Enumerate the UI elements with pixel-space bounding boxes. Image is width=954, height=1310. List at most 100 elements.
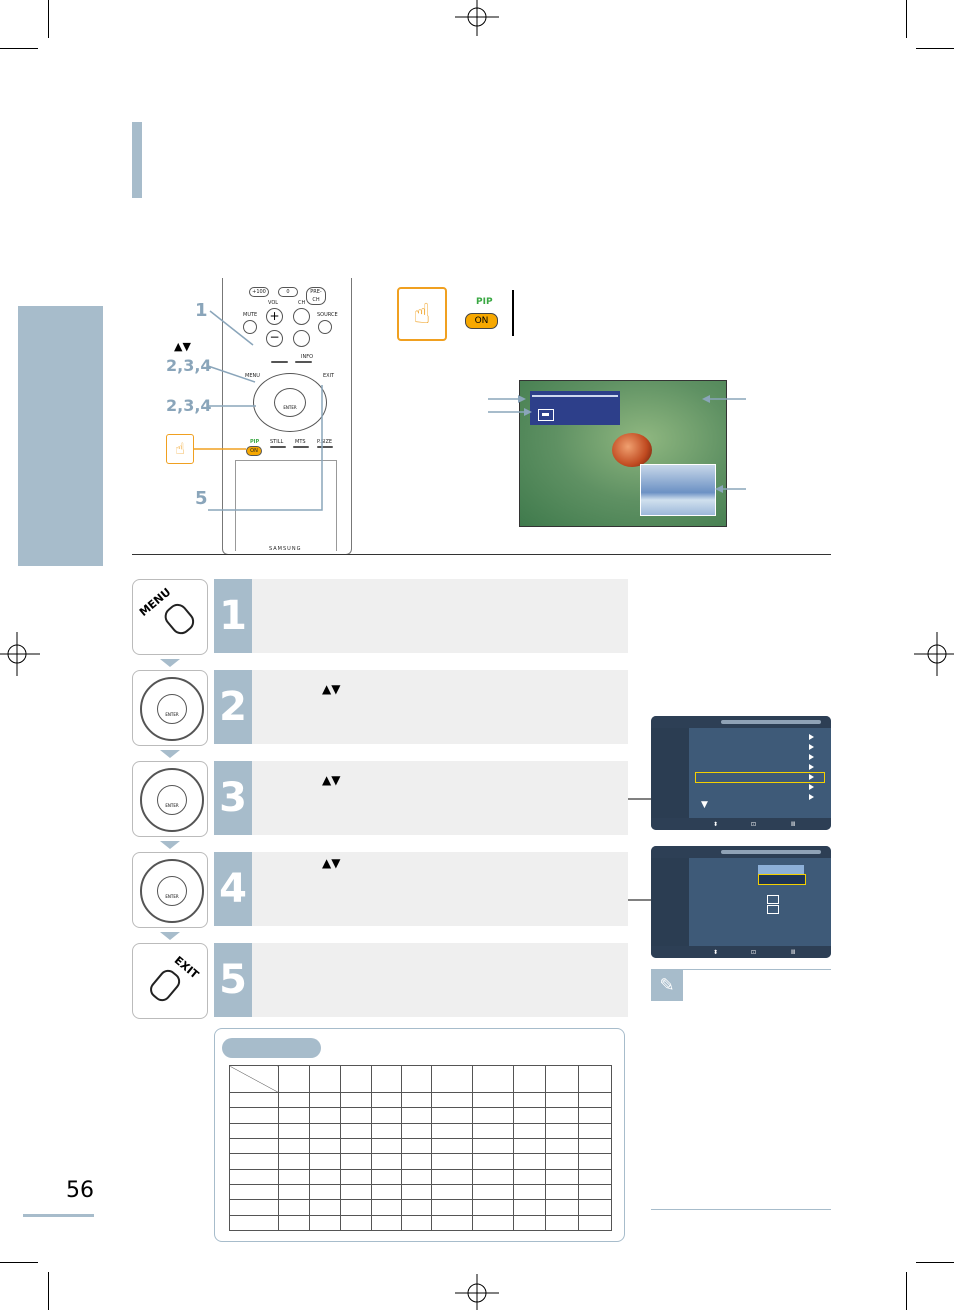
crop-mark [48, 1272, 49, 1310]
osd-setup-menu: ▼ ⬍⊡Ⅲ [651, 716, 831, 830]
crop-mark [0, 48, 38, 49]
navigation-button-illustration: ENTER [132, 761, 208, 837]
source-osd [530, 391, 620, 425]
callout-5: 5 [195, 488, 208, 509]
label-pip: PIP [250, 439, 260, 445]
tv-screen-image [519, 380, 727, 527]
enter-icon: ENTER [157, 694, 187, 724]
submenu-arrow-icon [809, 764, 814, 770]
note-top-rule [651, 969, 831, 970]
page-number: 56 [66, 1178, 94, 1203]
step-number-4: 4 [214, 852, 252, 926]
enter-button: ENTER [274, 388, 306, 417]
osd-icon-column [651, 858, 689, 946]
exit-button-icon: EXIT [137, 946, 204, 1014]
callout-lines [193, 310, 323, 511]
submenu-arrow-icon [809, 774, 814, 780]
diagonal-header-cell [229, 1065, 279, 1093]
osd-selected-option [758, 865, 804, 874]
crop-mark [916, 1262, 954, 1263]
pip-on-badge: ON [465, 313, 498, 329]
exit-button-illustration: EXIT [132, 943, 208, 1019]
source-button [318, 320, 332, 334]
label-psize: P.SIZE [317, 439, 333, 445]
registration-mark-icon [455, 0, 499, 36]
info-button [295, 361, 312, 363]
submenu-arrow-icon [809, 744, 814, 750]
section-divider [132, 554, 831, 555]
table-row [229, 1137, 612, 1155]
callout-1: 1 [195, 300, 208, 321]
mute-button [243, 320, 257, 334]
osd-footer-bar: ⬍⊡Ⅲ [651, 818, 831, 830]
crop-mark [48, 0, 49, 38]
screen-arrows [488, 395, 746, 493]
crop-mark [916, 48, 954, 49]
nav-ring-icon: ENTER [140, 768, 204, 832]
osd-connector-lines [628, 798, 651, 901]
step-connector-arrow [160, 750, 180, 758]
osd-title-bar [651, 716, 831, 728]
enter-icon: ENTER [157, 785, 187, 815]
still-button [270, 446, 286, 448]
button-plus100: +100 [249, 287, 269, 297]
enter-icon: ENTER [157, 876, 187, 906]
step-text-box-1 [252, 579, 628, 653]
registration-mark-icon [455, 1274, 499, 1310]
pip-settings-table [229, 1065, 612, 1232]
table-row [229, 1153, 612, 1170]
updown-arrows: ▲▼ [322, 856, 341, 870]
label-mute: MUTE [243, 312, 258, 318]
nav-ring-icon: ENTER [140, 859, 204, 923]
label-still: STILL [270, 439, 284, 445]
mts-button [293, 446, 309, 448]
more-items-arrow: ▼ [701, 800, 708, 810]
osd-icon-column [651, 728, 689, 818]
label-source: SOURCE [317, 312, 338, 318]
pip-position-icon [767, 895, 779, 904]
navigation-button-illustration: ENTER [132, 852, 208, 928]
nav-ring-icon: ENTER [140, 677, 204, 741]
table-row [229, 1183, 612, 1201]
osd-menu-area [689, 728, 831, 818]
updown-arrows: ▲▼ [322, 773, 341, 787]
ch-down-button [293, 330, 310, 347]
step-connector-arrow [160, 932, 180, 940]
table-row [229, 1214, 612, 1232]
label-ch: CH [298, 300, 306, 306]
step-number-1: 1 [214, 579, 252, 653]
note-icon: ✎ [651, 970, 683, 1001]
label-vol: VOL [268, 300, 279, 306]
ch-up-button [293, 308, 310, 325]
step-number-5: 5 [214, 943, 252, 1017]
step-number-2: 2 [214, 670, 252, 744]
table-row [229, 1199, 612, 1216]
pip-position-icon [767, 905, 779, 914]
table-row [229, 1122, 612, 1139]
remote-lower-body [235, 460, 337, 551]
step-text-box-3: ▲▼ [252, 761, 628, 835]
callout-updown-arrows: ▲▼ [174, 340, 191, 353]
page-number-rule [23, 1214, 94, 1217]
crop-mark [906, 0, 907, 38]
note-bottom-rule [651, 1209, 831, 1210]
divider-line [512, 290, 514, 336]
osd-highlight-row [695, 772, 825, 783]
label-info: INFO [301, 354, 314, 360]
menu-button-illustration: MENU [132, 579, 208, 655]
button-zero: 0 [278, 287, 298, 297]
pip-label: PIP [476, 297, 493, 307]
table-title-pill [222, 1038, 321, 1058]
table-row [229, 1091, 612, 1109]
table-header-row [229, 1065, 612, 1093]
step-text-box-5 [252, 943, 628, 1017]
button-blank [271, 361, 288, 363]
remote-control-illustration: +100 0 PRE-CH VOL CH MUTE SOURCE + − INF… [222, 278, 352, 555]
label-menu: MENU [245, 373, 260, 379]
step-connector-arrow [160, 841, 180, 849]
vol-down-button: − [266, 330, 283, 347]
pip-settings-table-frame [214, 1028, 625, 1242]
step-text-box-4: ▲▼ [252, 852, 628, 926]
button-prech: PRE-CH [306, 287, 326, 305]
registration-mark-icon [914, 632, 954, 676]
